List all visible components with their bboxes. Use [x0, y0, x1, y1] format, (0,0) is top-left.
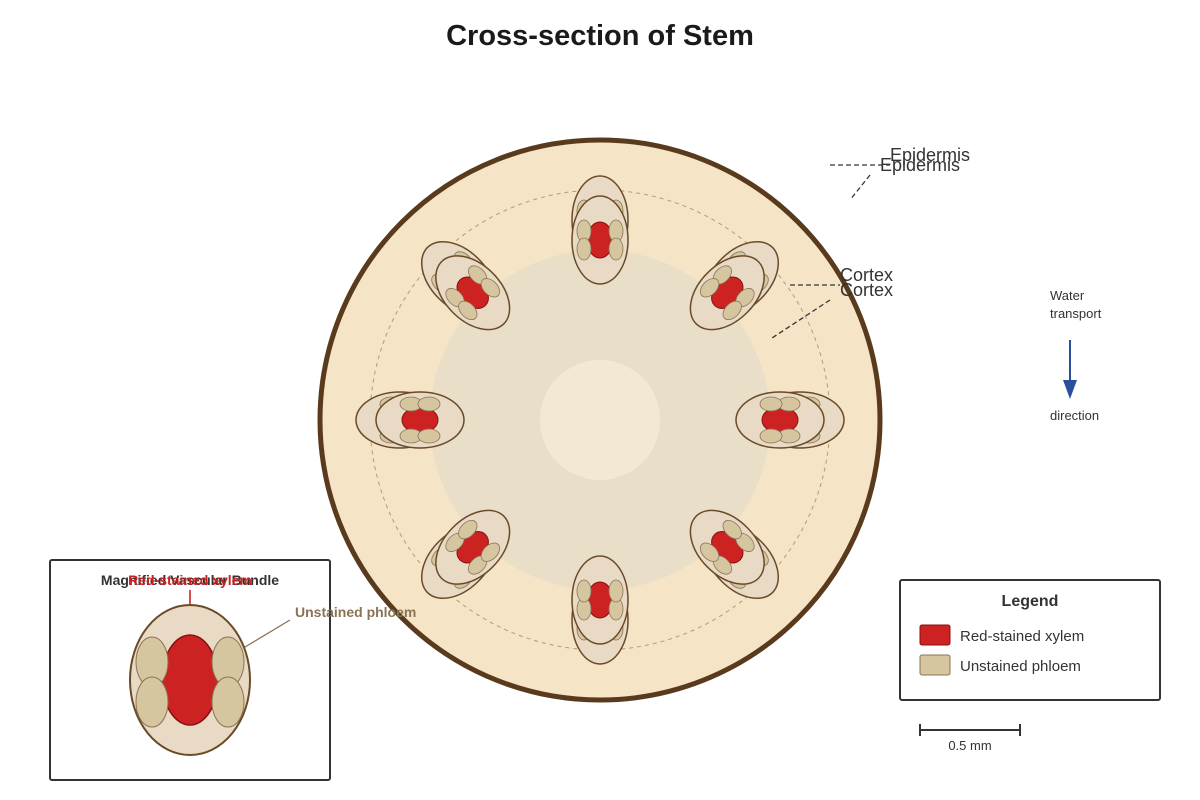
- epidermis-leader: [849, 174, 871, 201]
- vascular-bundle-0-inner: [571, 195, 629, 285]
- pith-center: [540, 360, 660, 480]
- water-label-line2: transport: [1050, 306, 1102, 321]
- inset-title: Magnified Vascular Bundle: [101, 572, 279, 588]
- inset-phloem-leader: [239, 619, 291, 651]
- bundle-phloem: [480, 542, 501, 562]
- water-label-line3: direction: [1050, 408, 1099, 423]
- vascular-bundles: [355, 175, 845, 665]
- vascular-bundle-2-inner: [735, 391, 825, 449]
- bundle-phloem: [576, 579, 592, 603]
- bundle-phloem: [417, 428, 441, 444]
- cortex-leader: [771, 299, 831, 339]
- vascular-bundle-4-inner: [571, 555, 629, 645]
- vascular-bundle-3-inner: [689, 509, 765, 585]
- inset-xylem-label: Red-stained xylem: [128, 572, 252, 588]
- vascular-bundle-7-inner: [435, 255, 511, 331]
- bundle-phloem: [458, 300, 478, 321]
- cortex-label: Cortex: [840, 265, 893, 285]
- bundle-phloem: [608, 579, 624, 603]
- bundle-phloem: [417, 396, 441, 412]
- epidermis-label: Epidermis: [890, 145, 970, 165]
- legend-title: Legend: [1002, 593, 1059, 610]
- water-label-line1: Water: [1050, 288, 1085, 303]
- bundle-phloem: [699, 278, 720, 298]
- inset-phloem-label: Unstained phloem: [295, 604, 416, 620]
- inset-phloem-br: [211, 676, 245, 728]
- legend-swatch-xylem: [919, 624, 951, 646]
- bundle-phloem: [480, 278, 501, 298]
- inset-xylem: [161, 634, 219, 726]
- bundle-phloem: [722, 300, 742, 321]
- vascular-bundle-1-inner: [689, 255, 765, 331]
- epidermis-label-shadow: Epidermis: [880, 155, 960, 175]
- vascular-bundle-5-inner: [435, 509, 511, 585]
- bundle-phloem: [608, 237, 624, 261]
- page-title: Cross-section of Stem: [446, 20, 754, 52]
- scale-bar-label: 0.5 mm: [948, 738, 991, 753]
- bundle-phloem: [458, 519, 478, 540]
- legend-label-xylem: Red-stained xylem: [960, 628, 1084, 645]
- inset-phloem-bl: [135, 676, 169, 728]
- cortex-label-shadow: Cortex: [840, 280, 893, 300]
- vascular-bundle-6-inner: [375, 391, 465, 449]
- bundle-phloem: [699, 542, 720, 562]
- bundle-phloem: [576, 237, 592, 261]
- down-arrow-icon: [1063, 380, 1077, 399]
- bundle-phloem: [722, 519, 742, 540]
- legend-label-phloem: Unstained phloem: [960, 658, 1081, 675]
- bundle-phloem: [759, 428, 783, 444]
- bundle-phloem: [759, 396, 783, 412]
- legend-swatch-phloem: [919, 654, 951, 676]
- legend-box: [899, 579, 1161, 701]
